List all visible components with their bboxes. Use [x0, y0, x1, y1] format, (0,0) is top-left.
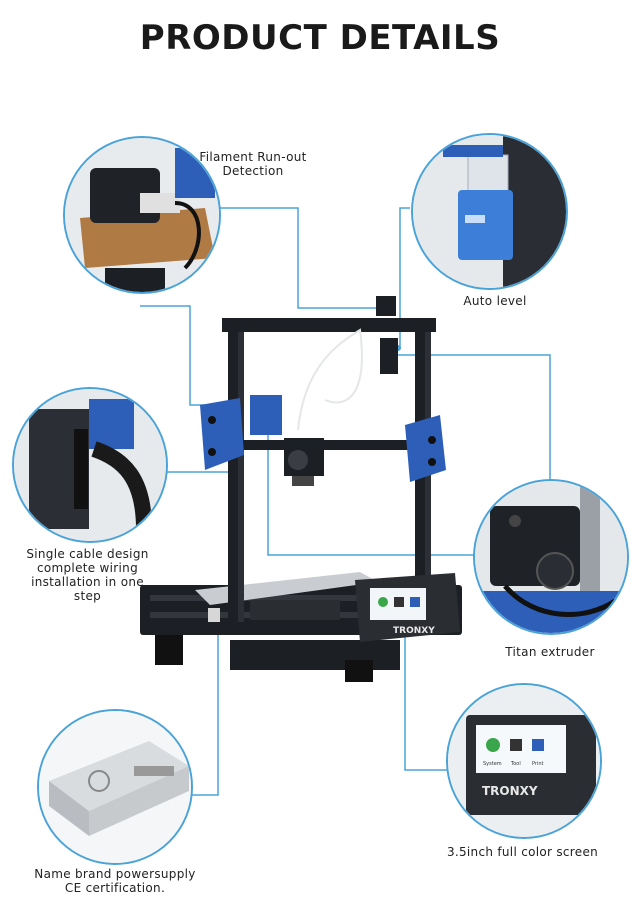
power-supply-circle: [37, 709, 193, 865]
titan-extruder-circle: [473, 479, 629, 635]
page-title: PRODUCT DETAILS: [139, 18, 501, 58]
label-psu: Name brand powersupply CE certification.: [25, 867, 205, 895]
label-screen-line1: 3.5inch full color screen: [446, 845, 599, 859]
label-cable-line3: installation in one: [31, 575, 144, 589]
label-cable: Single cable design complete wiring inst…: [15, 547, 160, 603]
printer-brand: TRONXY: [393, 626, 435, 636]
label-cable-line1: Single cable design: [26, 547, 149, 561]
cable-circle: [12, 387, 168, 543]
label-titan: Titan extruder: [495, 645, 605, 659]
label-autolevel-line1: Auto level: [463, 294, 527, 308]
label-psu-line2: CE certification.: [64, 881, 166, 895]
screen-print: Print: [532, 761, 544, 767]
label-cable-line2: complete wiring: [36, 561, 138, 575]
screen-brand: TRONXY: [482, 784, 538, 798]
screen-circle: System Tool Print TRONXY: [446, 683, 602, 839]
label-autolevel: Auto level: [440, 294, 550, 308]
label-filament: Filament Run-out Detection: [188, 150, 318, 178]
label-screen: 3.5inch full color screen: [440, 845, 605, 859]
label-titan-line1: Titan extruder: [505, 645, 595, 659]
label-filament-line1: Filament Run-out: [199, 150, 307, 164]
screen-system: System: [483, 761, 502, 767]
filament-sensor-circle: [63, 136, 221, 294]
label-psu-line1: Name brand powersupply: [34, 867, 196, 881]
label-cable-line4: step: [73, 589, 102, 603]
auto-level-circle: [411, 133, 568, 290]
label-filament-line2: Detection: [222, 164, 284, 178]
screen-tool: Tool: [510, 761, 521, 767]
